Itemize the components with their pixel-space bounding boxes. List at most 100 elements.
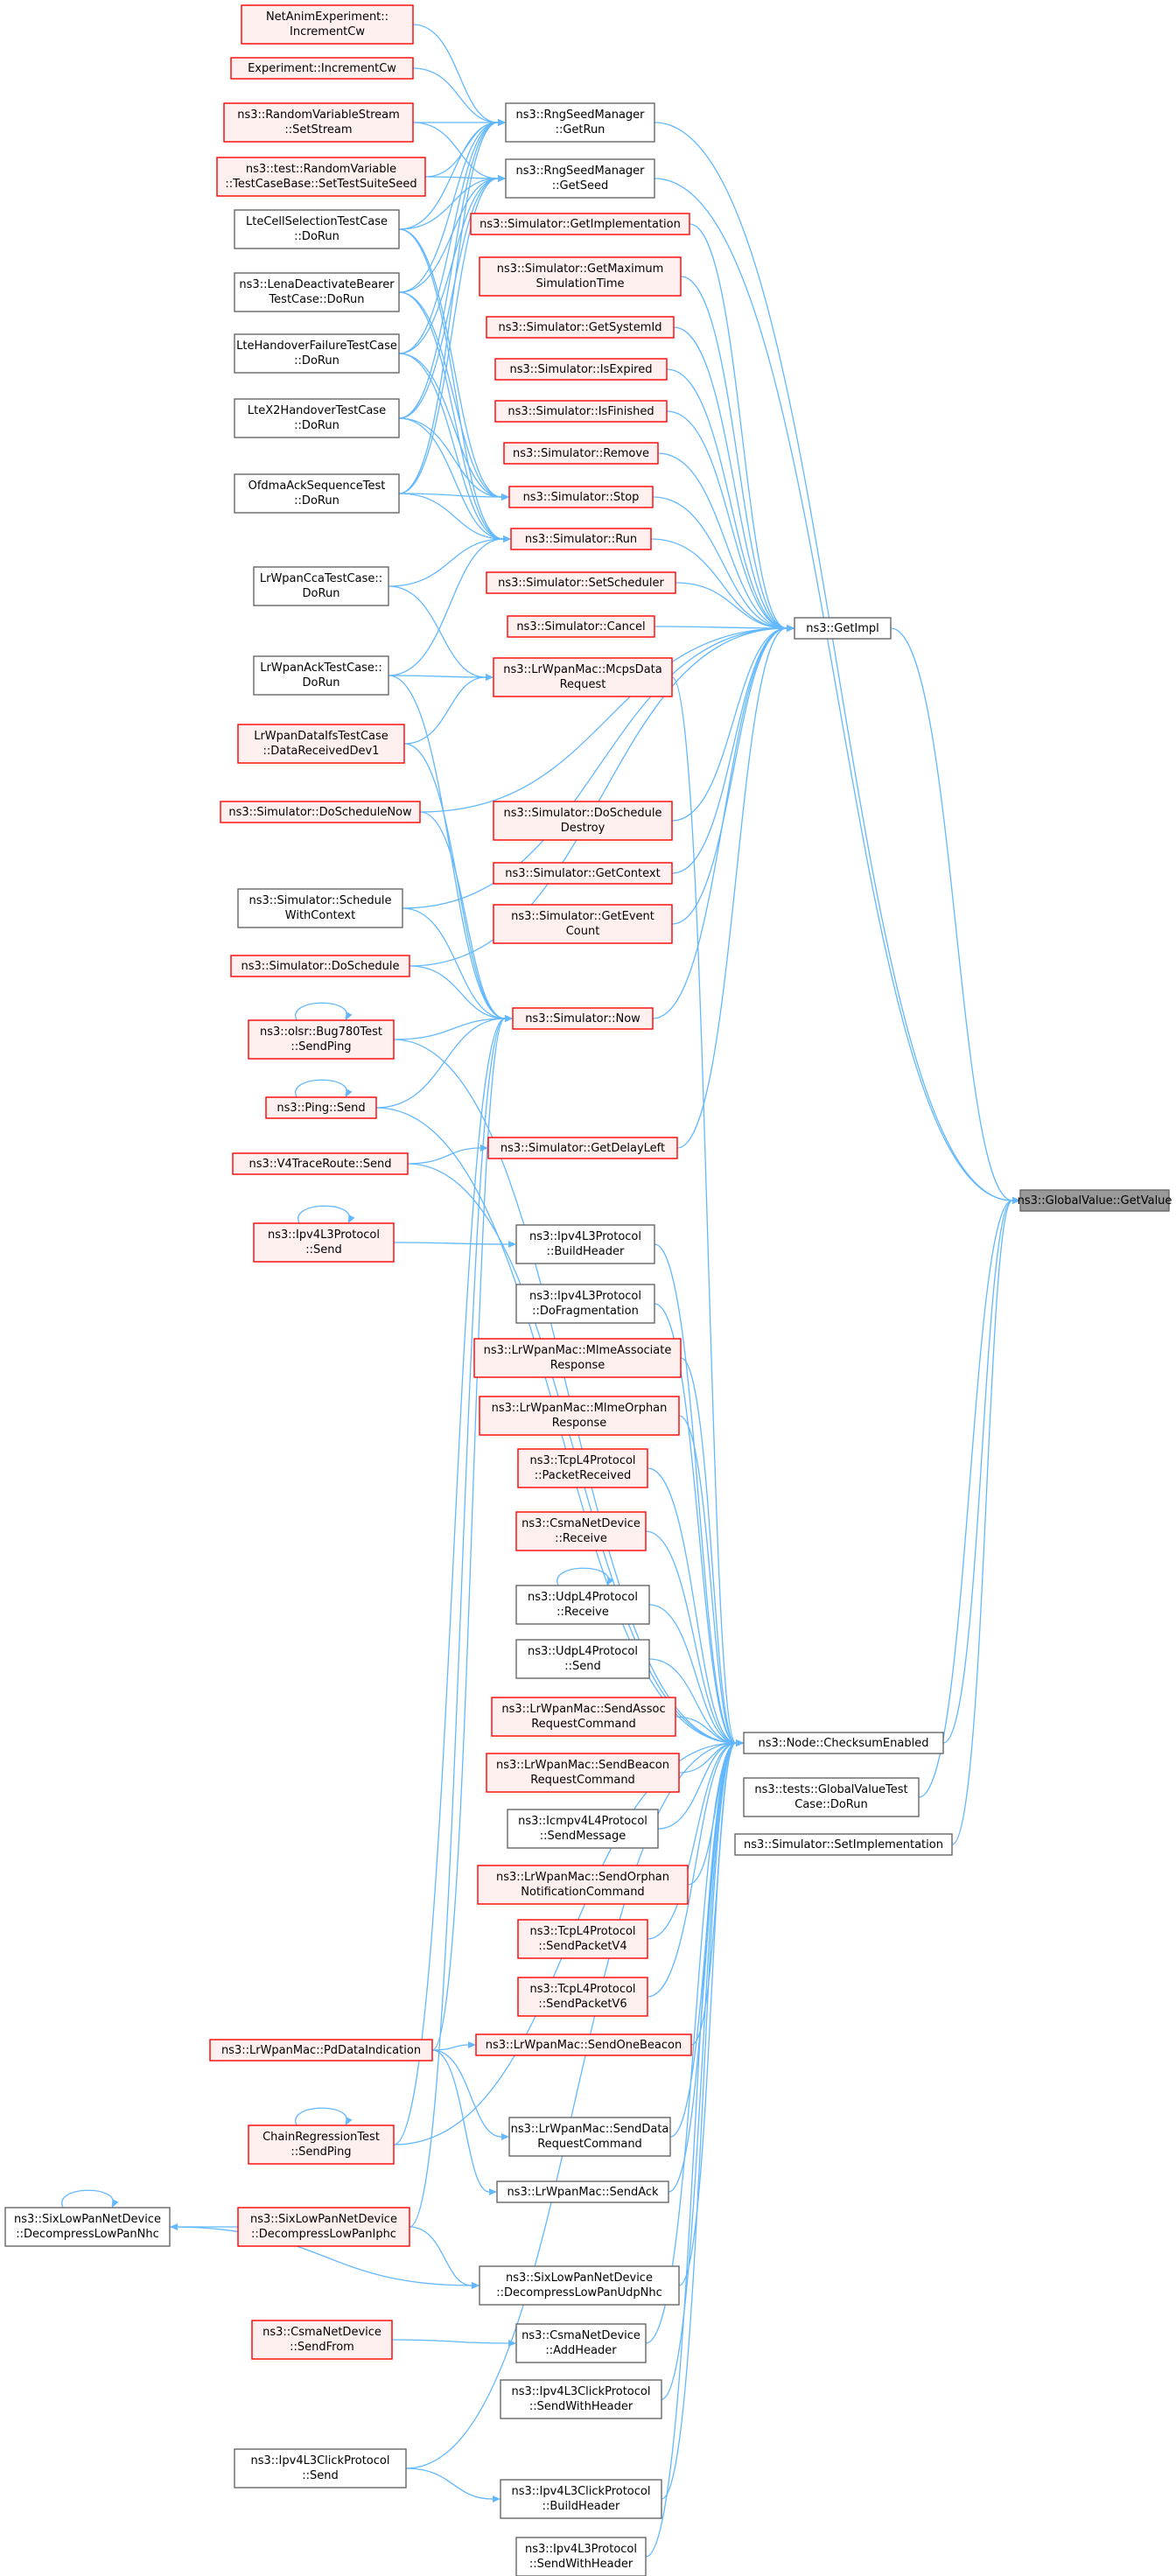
- node-clickbuild[interactable]: ns3::Ipv4L3ClickProtocol::BuildHeader: [500, 2479, 662, 2519]
- node-label: ns3::Node::ChecksumEnabled: [759, 1737, 929, 1750]
- edge-ipv4send-to-ipv4build: [393, 1241, 516, 1248]
- node-ofdma[interactable]: OfdmaAckSequenceTest::DoRun: [234, 473, 400, 514]
- node-box: [234, 209, 400, 249]
- node-ltehofail[interactable]: LteHandoverFailureTestCase::DoRun: [234, 333, 400, 374]
- node-olsr[interactable]: ns3::olsr::Bug780Test::SendPing: [248, 1019, 395, 1060]
- node-sixudp[interactable]: ns3::SixLowPanNetDevice::DecompressLowPa…: [479, 2265, 680, 2306]
- node-box: [515, 1284, 655, 1324]
- node-udpsend[interactable]: ns3::UdpL4Protocol::Send: [515, 1639, 650, 1679]
- node-ipv4sendhdr[interactable]: ns3::Ipv4L3Protocol::SendWithHeader: [515, 2537, 647, 2576]
- node-label: ns3::Ipv4L3ClickProtocol: [251, 2454, 390, 2468]
- edge-simremove-to-getimpl: [657, 452, 794, 632]
- node-label: ::SendPacketV6: [538, 1998, 626, 2011]
- node-label: ns3::olsr::Bug780Test: [260, 1026, 382, 1039]
- node-simsetimpl[interactable]: ns3::Simulator::SetImplementation: [734, 1833, 953, 1856]
- node-label: ns3::tests::GlobalValueTest: [754, 1783, 907, 1796]
- node-experiment[interactable]: Experiment::IncrementCw: [230, 57, 414, 80]
- node-chainreg[interactable]: ChainRegressionTest::SendPing: [248, 2124, 395, 2165]
- node-box: [493, 862, 673, 885]
- node-csmasendfrom[interactable]: ns3::CsmaNetDevice::SendFrom: [251, 2320, 393, 2360]
- node-lrdata[interactable]: LrWpanDataIfsTestCase::DataReceivedDev1: [237, 724, 405, 764]
- node-pddata[interactable]: ns3::LrWpanMac::PdDataIndication: [209, 2039, 433, 2062]
- node-simgetimpl[interactable]: ns3::Simulator::GetImplementation: [470, 213, 690, 235]
- node-clicksendhdr[interactable]: ns3::Ipv4L3ClickProtocol::SendWithHeader: [500, 2379, 662, 2419]
- node-csmaaddhdr[interactable]: ns3::CsmaNetDevice::AddHeader: [515, 2323, 647, 2363]
- node-ltecell[interactable]: LteCellSelectionTestCase::DoRun: [234, 209, 400, 249]
- node-tcprecv[interactable]: ns3::TcpL4Protocol::PacketReceived: [517, 1448, 648, 1488]
- node-getimpl[interactable]: ns3::GetImpl: [794, 617, 892, 640]
- node-simremove[interactable]: ns3::Simulator::Remove: [503, 442, 659, 465]
- node-udprecv[interactable]: ns3::UdpL4Protocol::Receive: [515, 1585, 650, 1625]
- node-sixiphc[interactable]: ns3::SixLowPanNetDevice::DecompressLowPa…: [237, 2207, 410, 2247]
- node-label: LrWpanDataIfsTestCase: [254, 730, 388, 743]
- node-simgetctx[interactable]: ns3::Simulator::GetContext: [493, 862, 673, 885]
- node-getseed[interactable]: ns3::RngSeedManager::GetSeed: [505, 158, 655, 199]
- node-icmpsend[interactable]: ns3::Icmpv4L4Protocol::SendMessage: [507, 1809, 659, 1849]
- node-simisexp[interactable]: ns3::Simulator::IsExpired: [494, 358, 668, 381]
- node-box: [500, 2379, 662, 2419]
- node-label: NotificationCommand: [521, 1886, 644, 1899]
- node-box: [496, 2180, 669, 2203]
- node-label: ::SetStream: [284, 123, 352, 136]
- edge-lrack-to-simrun: [388, 536, 511, 676]
- node-box: [500, 2479, 662, 2519]
- node-box: [1019, 1189, 1170, 1212]
- node-simdosched[interactable]: ns3::Simulator::DoSchedule: [230, 955, 410, 977]
- node-box: [494, 358, 668, 381]
- node-tcpv4[interactable]: ns3::TcpL4Protocol::SendPacketV4: [517, 1919, 648, 1959]
- node-rvstream[interactable]: ns3::RandomVariableStream::SetStream: [223, 102, 414, 143]
- node-csmarecv[interactable]: ns3::CsmaNetDevice::Receive: [515, 1511, 647, 1551]
- node-box: [486, 571, 676, 594]
- node-simsetsched[interactable]: ns3::Simulator::SetScheduler: [486, 571, 676, 594]
- node-lrcca[interactable]: LrWpanCcaTestCase::DoRun: [253, 566, 389, 606]
- node-label: ::SendFrom: [290, 2341, 354, 2354]
- node-getrun[interactable]: ns3::RngSeedManager::GetRun: [505, 102, 655, 143]
- node-simgetsys[interactable]: ns3::Simulator::GetSystemId: [486, 316, 675, 339]
- node-sendorphan[interactable]: ns3::LrWpanMac::SendOrphanNotificationCo…: [477, 1865, 689, 1905]
- edge-getseed-to-gv: [654, 178, 1020, 1204]
- node-simrun[interactable]: ns3::Simulator::Run: [510, 528, 652, 550]
- node-sixnhc[interactable]: ns3::SixLowPanNetDevice::DecompressLowPa…: [4, 2207, 171, 2247]
- node-tcpv6[interactable]: ns3::TcpL4Protocol::SendPacketV6: [517, 1977, 648, 2017]
- node-simstop[interactable]: ns3::Simulator::Stop: [508, 486, 654, 508]
- edge-olsr-to-olsr: [295, 1002, 353, 1021]
- node-simgetdelay[interactable]: ns3::Simulator::GetDelayLeft: [487, 1137, 678, 1159]
- node-v4trace[interactable]: ns3::V4TraceRoute::Send: [232, 1152, 409, 1175]
- edge-ofdma-to-getrun: [398, 119, 506, 494]
- node-ipv4clicksend[interactable]: ns3::Ipv4L3ClickProtocol::Send: [234, 2448, 407, 2488]
- node-sendack[interactable]: ns3::LrWpanMac::SendAck: [496, 2180, 669, 2203]
- node-sendonebeacon[interactable]: ns3::LrWpanMac::SendOneBeacon: [475, 2034, 692, 2056]
- node-label: ::Send: [305, 1243, 342, 1256]
- node-box: [507, 1809, 659, 1849]
- node-ipv4send[interactable]: ns3::Ipv4L3Protocol::Send: [253, 1222, 395, 1263]
- node-rvtestcase[interactable]: ns3::test::RandomVariable::TestCaseBase:…: [216, 157, 426, 197]
- node-simisfin[interactable]: ns3::Simulator::IsFinished: [494, 400, 668, 423]
- node-label: ns3::LrWpanMac::SendAssoc: [501, 1703, 665, 1716]
- node-simdoschednow[interactable]: ns3::Simulator::DoScheduleNow: [220, 801, 421, 823]
- node-label: ns3::Simulator::DoSchedule: [241, 960, 399, 973]
- node-ipv4build[interactable]: ns3::Ipv4L3Protocol::BuildHeader: [515, 1224, 655, 1264]
- node-label: ns3::Ipv4L3Protocol: [525, 2543, 637, 2556]
- node-lrack[interactable]: LrWpanAckTestCase::DoRun: [253, 655, 389, 696]
- node-ltex2[interactable]: LteX2HandoverTestCase::DoRun: [234, 398, 400, 438]
- edge-olsr-to-simnow: [393, 1015, 513, 1040]
- node-pingsend[interactable]: ns3::Ping::Send: [265, 1096, 377, 1119]
- node-ipv4frag[interactable]: ns3::Ipv4L3Protocol::DoFragmentation: [515, 1284, 655, 1324]
- node-netanim[interactable]: NetAnimExperiment::IncrementCw: [241, 4, 414, 45]
- node-checksum[interactable]: ns3::Node::ChecksumEnabled: [743, 1732, 944, 1754]
- node-simnow[interactable]: ns3::Simulator::Now: [512, 1007, 654, 1030]
- node-simcancel[interactable]: ns3::Simulator::Cancel: [507, 615, 655, 638]
- node-box: [493, 904, 673, 944]
